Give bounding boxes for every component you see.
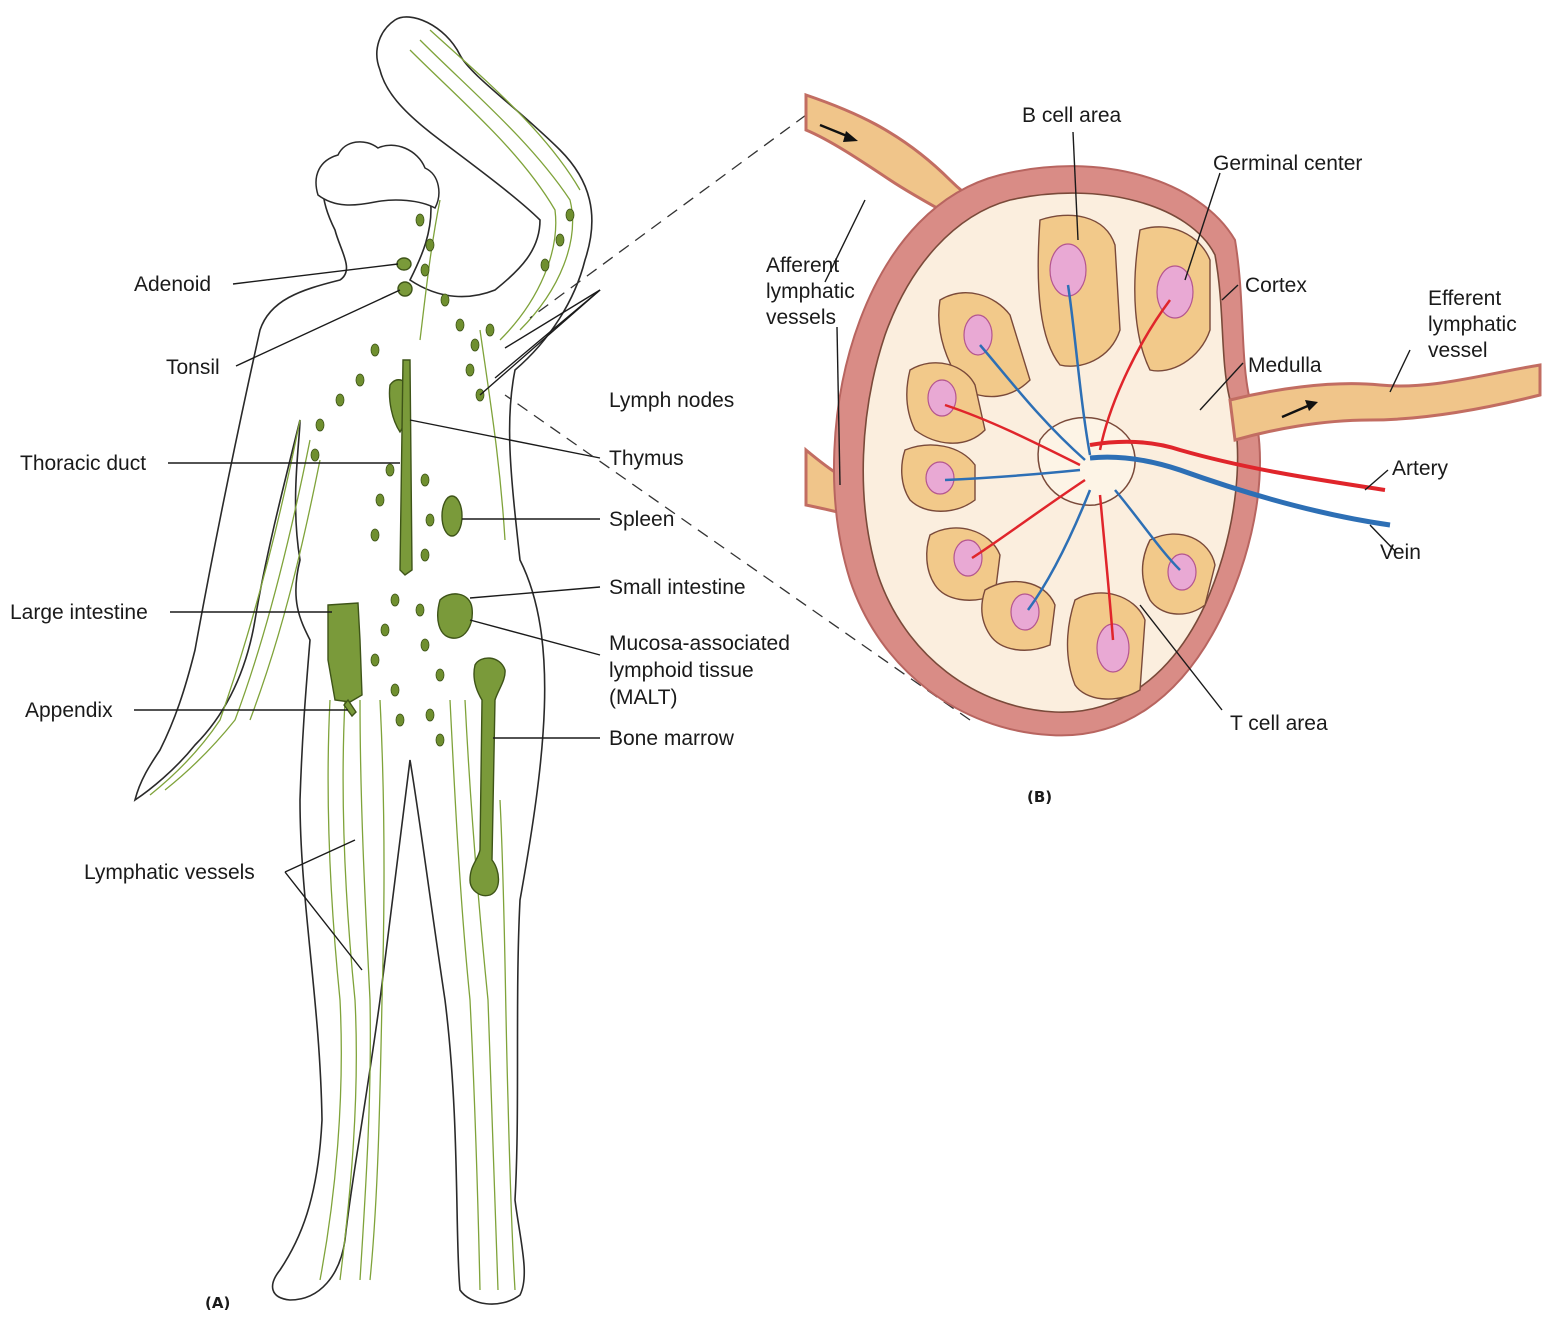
label-cortex: Cortex [1245, 274, 1307, 297]
label-medulla: Medulla [1248, 354, 1322, 377]
label-artery: Artery [1392, 457, 1449, 480]
large-intestine [328, 603, 362, 702]
label-germinal-center: Germinal center [1213, 152, 1362, 175]
label-lymphatic-vessels: Lymphatic vessels [84, 861, 255, 884]
label-malt-line-3: (MALT) [609, 686, 677, 709]
label-thymus: Thymus [609, 447, 684, 470]
label-spleen: Spleen [609, 508, 674, 531]
label-malt-line-1: Mucosa-associated [609, 632, 790, 655]
panel-a-illustration [135, 17, 592, 1304]
label-b-cell-area: B cell area [1022, 104, 1122, 127]
label-bone-marrow: Bone marrow [609, 727, 735, 750]
label-large-intestine: Large intestine [10, 601, 148, 624]
label-t-cell-area: T cell area [1230, 712, 1328, 735]
panel-a-marker: (A) [205, 1294, 230, 1312]
panel-b-marker: (B) [1027, 788, 1052, 806]
label-efferent-line-1: Efferent [1428, 287, 1501, 310]
panel-b-lymph-node [806, 95, 1540, 735]
label-afferent-line-3: vessels [766, 306, 836, 329]
spleen [442, 496, 462, 536]
tonsil [398, 282, 412, 296]
label-appendix: Appendix [25, 699, 113, 722]
label-lymph-nodes: Lymph nodes [609, 389, 734, 412]
small-intestine [438, 594, 473, 638]
label-thoracic-duct: Thoracic duct [20, 452, 146, 475]
label-efferent-line-2: lymphatic [1428, 313, 1517, 336]
hair [316, 142, 439, 208]
label-afferent-line-1: Afferent [766, 254, 839, 277]
adenoid [397, 258, 411, 270]
label-small-intestine: Small intestine [609, 576, 746, 599]
label-malt-line-2: lymphoid tissue [609, 659, 754, 682]
label-afferent-line-2: lymphatic [766, 280, 855, 303]
label-tonsil: Tonsil [166, 356, 220, 379]
label-vein: Vein [1380, 541, 1421, 564]
label-adenoid: Adenoid [134, 273, 211, 296]
label-efferent-line-3: vessel [1428, 339, 1488, 362]
body-outline [135, 17, 592, 1304]
